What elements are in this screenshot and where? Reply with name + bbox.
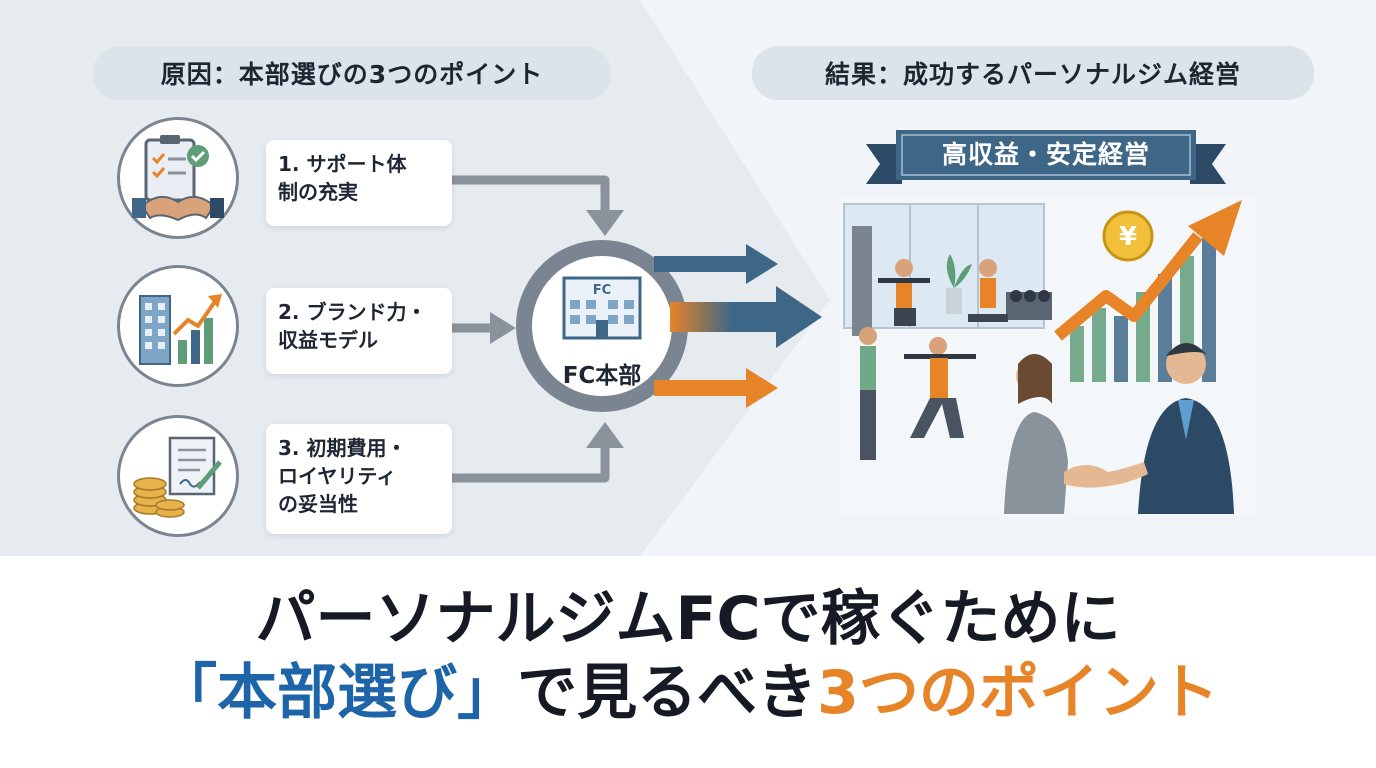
point-card-support: 1. サポート体 制の充実 [266,140,452,226]
result-banner-ribbon [866,130,1226,184]
point-card-cost: 3. 初期費用・ ロイヤリティ の妥当性 [266,424,452,534]
title-highlight-blue: 本部選び [217,658,458,728]
title-bracket-close: 」 [457,658,518,728]
title-bracket-open: 「 [157,658,218,728]
title-middle: で見るべき [517,658,818,728]
headquarters-building-icon: FC [516,240,688,412]
building-growth-chart-icon [117,265,239,387]
result-banner: 高収益・安定経営 [941,140,1150,169]
svg-text:¥: ¥ [1119,222,1137,252]
output-arrows [654,244,822,408]
gym-handshake-growth-illustration: ¥ [838,196,1258,516]
cause-heading: 原因：本部選びの3つのポイント [93,46,611,100]
checklist-handshake-icon [117,117,239,239]
point-card-brand: 2. ブランド力・ 収益モデル [266,288,452,374]
result-heading: 結果：成功するパーソナルジム経営 [752,46,1314,100]
connector-arrows [450,175,624,483]
svg-text:FC: FC [593,283,611,298]
main-title: パーソナルジムFCで稼ぐために 「本部選び」で見るべき3つのポイント [0,582,1376,730]
title-highlight-orange: 3つのポイント [817,658,1219,728]
title-line-1: パーソナルジムFCで稼ぐために [255,584,1121,654]
hub-label: FC本部 [562,363,642,389]
coins-contract-icon [117,415,239,537]
title-line-2: 「本部選び」で見るべき3つのポイント [0,656,1376,730]
